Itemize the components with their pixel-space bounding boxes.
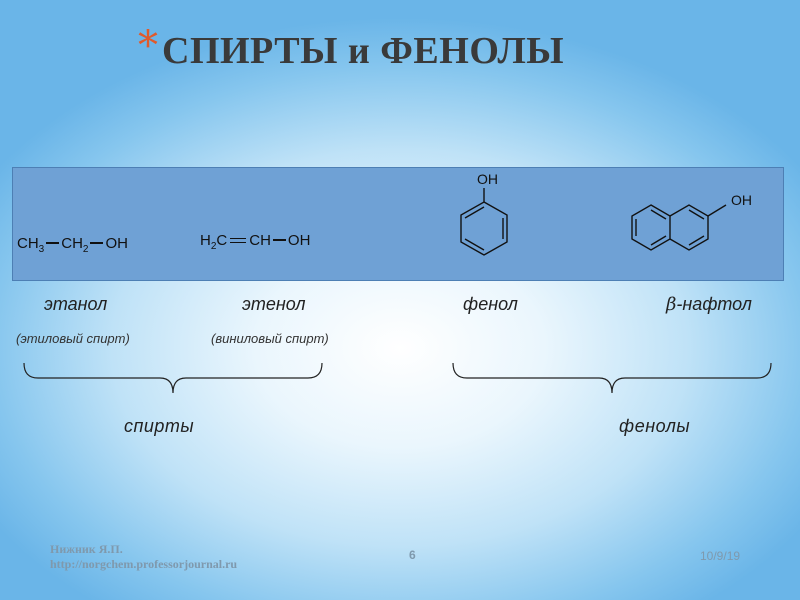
naphthol-oh-label: OH	[731, 192, 752, 208]
alcohols-brace-icon	[23, 362, 323, 394]
single-bond-icon	[272, 239, 286, 241]
alcohols-group-label: спирты	[124, 416, 195, 436]
ethanol-name: этанол	[44, 294, 108, 314]
footer-url[interactable]: http://norgchem.professorjournal.ru	[50, 557, 238, 571]
ethenol-name: этенол	[242, 294, 306, 314]
beta-naphthol-name: β-нафтол	[666, 294, 752, 315]
phenols-group-label: фенолы	[619, 416, 691, 436]
beta-naphthol-structure: OH	[631, 192, 752, 251]
ethenol-trivial-name: (виниловый спирт)	[211, 331, 329, 346]
slide-title-block: * СПИРТЫ и ФЕНОЛЫ	[138, 26, 564, 76]
slide-number: 6	[409, 548, 416, 562]
single-bond-icon	[90, 242, 104, 244]
phenols-brace-icon	[452, 362, 772, 394]
title-bullet-icon: *	[138, 23, 158, 69]
slide-title: СПИРТЫ и ФЕНОЛЫ	[162, 30, 565, 72]
beta-prefix: β	[666, 294, 677, 315]
single-bond-icon	[46, 242, 60, 244]
phenol-structure: OH	[460, 171, 508, 256]
footer-author: Нижник Я.П.	[50, 542, 123, 556]
ethanol-trivial-name: (этиловый спирт)	[16, 331, 130, 346]
phenol-name: фенол	[463, 294, 518, 314]
double-bond-icon	[230, 237, 247, 243]
phenol-oh-label: OH	[477, 171, 498, 187]
footer-author-block: Нижник Я.П. http://norgchem.professorjou…	[50, 542, 237, 572]
slide-date: 10/9/19	[700, 549, 741, 563]
